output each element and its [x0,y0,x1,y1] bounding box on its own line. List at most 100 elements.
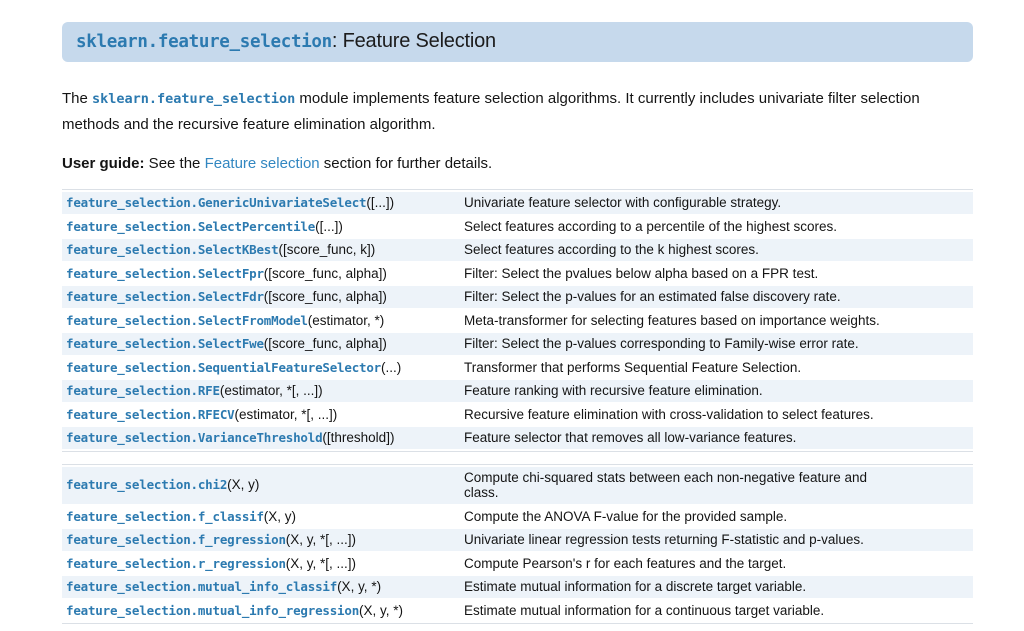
module-name-code: sklearn.feature_selection [76,32,332,52]
api-object-cell: feature_selection.r_regression(X, y, *[,… [62,553,460,575]
signature-args: ([score_func, alpha]) [263,289,387,304]
api-object-description: Univariate linear regression tests retur… [460,529,973,551]
api-object-description: Univariate feature selector with configu… [460,192,973,214]
table-row: feature_selection.SelectFpr([score_func,… [62,263,973,285]
module-code-link[interactable]: sklearn.feature_selection [92,91,296,107]
api-object-cell: feature_selection.GenericUnivariateSelec… [62,192,460,214]
api-object-cell: feature_selection.mutual_info_classif(X,… [62,576,460,598]
api-object-description: Filter: Select the p-values for an estim… [460,286,973,308]
api-object-cell: feature_selection.SequentialFeatureSelec… [62,357,460,379]
table-row: feature_selection.SelectKBest([score_fun… [62,239,973,261]
api-object-description: Select features according to a percentil… [464,218,837,234]
intro-text-post: module implements feature selection algo… [62,90,920,133]
api-object-description: Filter: Select the p-values correspondin… [460,333,973,355]
module-header: sklearn.feature_selection: Feature Selec… [62,22,973,62]
signature-args: ([score_func, k]) [278,242,376,257]
api-object-link[interactable]: feature_selection.SelectFdr [66,289,264,304]
table-row: feature_selection.SelectPercentile([...]… [62,216,973,238]
api-table-classes: feature_selection.GenericUnivariateSelec… [62,189,973,452]
api-object-description: Filter: Select the pvalues below alpha b… [464,265,819,281]
api-object-description: Estimate mutual information for a discre… [460,576,973,598]
signature-args: ([score_func, alpha]) [263,265,387,281]
feature-selection-link[interactable]: Feature selection [204,155,320,172]
api-object-link[interactable]: feature_selection.SelectPercentile [66,218,316,234]
api-object-cell: feature_selection.f_classif(X, y) [62,506,460,528]
signature-args: (X, y, *) [337,579,382,594]
api-object-link[interactable]: feature_selection.SelectFwe [66,336,264,351]
signature-args: (X, y, *) [359,602,404,618]
api-object-description: Compute the ANOVA F-value for the provid… [464,508,788,524]
signature-args: ([...]) [366,195,395,210]
api-object-link[interactable]: feature_selection.SelectFpr [66,265,264,281]
api-object-description: Feature selector that removes all low-va… [460,427,973,449]
table-row: feature_selection.SelectFromModel(estima… [62,310,973,332]
api-object-link[interactable]: feature_selection.f_regression [66,532,286,547]
api-object-link[interactable]: feature_selection.VarianceThreshold [66,430,323,445]
api-object-description: Feature ranking with recursive feature e… [460,380,973,402]
api-object-cell: feature_selection.RFE(estimator, *[, ...… [62,380,460,402]
api-object-cell: feature_selection.SelectFromModel(estima… [62,310,460,332]
api-object-description: Compute chi-squared stats between each n… [460,466,973,504]
api-object-description: Compute Pearson's r for each features an… [464,555,787,571]
api-table-functions: feature_selection.chi2(X, y)Compute chi-… [62,463,973,624]
api-object-link[interactable]: feature_selection.SequentialFeatureSelec… [66,359,382,375]
api-object-link[interactable]: feature_selection.RFECV [66,406,235,422]
api-object-link[interactable]: feature_selection.mutual_info_classif [66,579,338,594]
table-row: feature_selection.GenericUnivariateSelec… [62,192,973,214]
module-intro-paragraph: The sklearn.feature_selection module imp… [62,86,973,137]
api-object-link[interactable]: feature_selection.f_classif [66,508,264,524]
table-row: feature_selection.RFE(estimator, *[, ...… [62,380,973,402]
api-object-link[interactable]: feature_selection.GenericUnivariateSelec… [66,195,367,210]
api-object-cell: feature_selection.VarianceThreshold([thr… [62,427,460,449]
api-doc-page: sklearn.feature_selection: Feature Selec… [62,0,973,624]
user-guide-text-pre: See the [144,155,205,172]
signature-args: (estimator, *[, ...]) [219,383,323,398]
api-object-cell: feature_selection.RFECV(estimator, *[, .… [62,404,460,426]
user-guide-note: User guide: See the Feature selection se… [62,154,973,174]
table-row: feature_selection.r_regression(X, y, *[,… [62,553,973,575]
api-object-cell: feature_selection.mutual_info_regression… [62,600,460,622]
table-row: feature_selection.SequentialFeatureSelec… [62,357,973,379]
api-object-link[interactable]: feature_selection.RFE [66,383,220,398]
table-row: feature_selection.RFECV(estimator, *[, .… [62,404,973,426]
table-row: feature_selection.f_classif(X, y)Compute… [62,506,973,528]
api-object-description: Meta-transformer for selecting features … [464,312,880,328]
api-object-description: Select features according to the k highe… [460,239,973,261]
signature-args: (...) [381,359,402,375]
api-object-cell: feature_selection.SelectPercentile([...]… [62,216,460,238]
signature-args: (X, y) [263,508,297,524]
api-object-cell: feature_selection.SelectFpr([score_func,… [62,263,460,285]
signature-args: ([threshold]) [322,430,395,445]
page-title: : Feature Selection [331,30,496,52]
signature-args: (estimator, *) [307,312,385,328]
api-object-cell: feature_selection.SelectFdr([score_func,… [62,286,460,308]
table-row: feature_selection.SelectFwe([score_func,… [62,333,973,355]
api-object-link[interactable]: feature_selection.SelectFromModel [66,312,308,328]
signature-args: (estimator, *[, ...]) [234,406,338,422]
table-row: feature_selection.SelectFdr([score_func,… [62,286,973,308]
signature-args: (X, y) [227,477,260,493]
user-guide-label: User guide: [62,155,145,172]
api-object-cell: feature_selection.f_regression(X, y, *[,… [62,529,460,551]
api-object-description: Transformer that performs Sequential Fea… [464,359,802,375]
api-object-cell: feature_selection.SelectKBest([score_fun… [62,239,460,261]
intro-text-pre: The [62,90,93,107]
signature-args: ([...]) [315,218,343,234]
api-object-link[interactable]: feature_selection.chi2 [66,477,228,493]
user-guide-text-post: section for further details. [319,155,493,172]
signature-args: (X, y, *[, ...]) [285,532,357,547]
api-object-link[interactable]: feature_selection.mutual_info_regression [66,602,360,618]
table-row: feature_selection.mutual_info_classif(X,… [62,576,973,598]
signature-args: (X, y, *[, ...]) [285,555,357,571]
api-object-link[interactable]: feature_selection.r_regression [66,555,286,571]
api-object-description: Recursive feature elimination with cross… [464,406,874,422]
api-object-link[interactable]: feature_selection.SelectKBest [66,242,279,257]
api-object-cell: feature_selection.chi2(X, y) [62,466,460,504]
table-row: feature_selection.mutual_info_regression… [62,600,973,622]
signature-args: ([score_func, alpha]) [263,336,387,351]
api-object-cell: feature_selection.SelectFwe([score_func,… [62,333,460,355]
table-row: feature_selection.f_regression(X, y, *[,… [62,529,973,551]
table-row: feature_selection.VarianceThreshold([thr… [62,427,973,449]
api-object-description: Estimate mutual information for a contin… [464,602,825,618]
table-row: feature_selection.chi2(X, y)Compute chi-… [62,466,973,504]
